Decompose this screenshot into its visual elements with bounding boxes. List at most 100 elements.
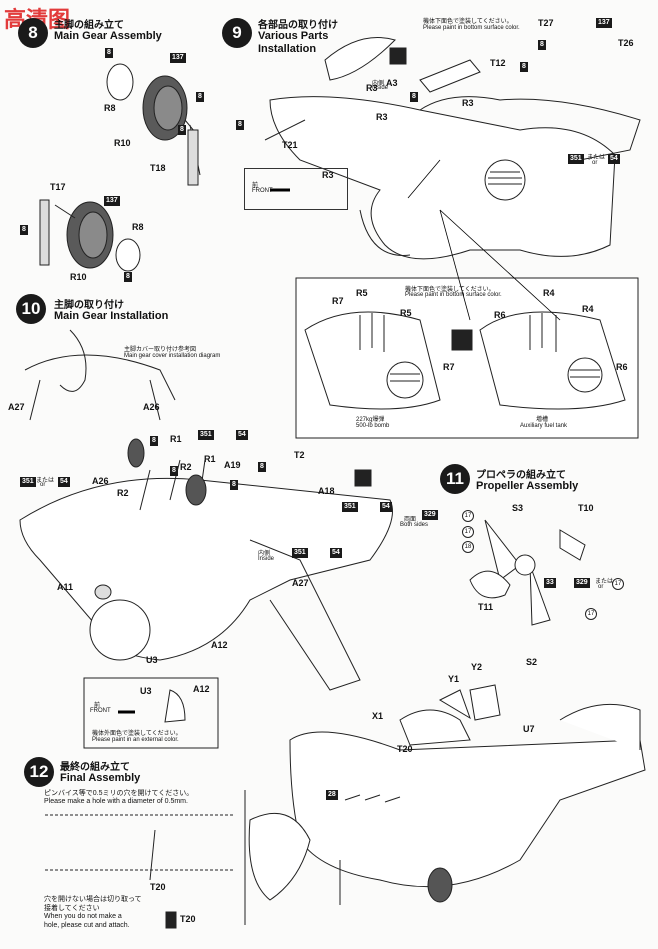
part-label: R5 [400,308,412,318]
badge: 8 [178,125,186,135]
both-en: Both sides [400,522,429,528]
circle-number: 17 [585,608,597,620]
step8-wheel-top [106,63,201,186]
part-label: S3 [512,503,524,513]
or-en: or [598,584,604,590]
circle-number: 18 [462,541,474,553]
step11-title-jp: プロペラの組み立て [476,470,566,481]
or-jp: または [36,478,55,484]
hole-detail [45,790,246,925]
badge: 8 [236,120,244,130]
part-label: R3 [462,98,474,108]
part-label: U3 [140,686,152,696]
bomb-label-jp: 227kg爆弾 [356,417,385,423]
circle-number: 17 [612,578,624,590]
part-label: A27 [292,578,309,588]
step12-title-en: Final Assembly [60,772,141,784]
arrows [118,159,561,714]
part-label: T10 [578,503,594,513]
step8-title-jp: 主脚の組み立て [54,20,124,31]
badge: 54 [380,502,392,512]
tank-label-en: Auxiliary fuel tank [520,423,568,429]
part-label: T20 [180,914,196,924]
front-detail-box [83,677,219,749]
part-label: T21 [282,140,298,150]
bomb-label-en: 500-lb bomb [356,423,390,429]
badge: 351 [342,502,358,512]
step8-wheel-bottom [39,199,141,272]
badge: 329 [574,578,590,588]
part-label: A27 [8,402,25,412]
part-label: A12 [193,684,210,694]
badge: 351 [20,477,36,487]
part-label: T12 [490,58,506,68]
part-label: A26 [92,476,109,486]
both-jp: 両面 [404,517,417,523]
part-label: R1 [170,434,182,444]
badge: 8 [150,436,158,446]
or-jp: または [587,155,606,161]
step10-gear-diagram [24,329,176,421]
step9-title-en2: Installation [258,43,317,55]
step12-title-jp: 最終の組み立て [60,762,130,773]
part-label: A18 [318,486,335,496]
part-label: T20 [397,744,413,754]
front-jp: 前 [252,183,259,189]
bomb-detail [304,311,441,410]
part-label: R6 [616,362,628,372]
step9-number: 9 [222,18,252,48]
part-label: R7 [332,296,344,306]
badge: 137 [596,18,612,28]
part-label: U7 [523,724,535,734]
part-label: T27 [538,18,554,28]
step11-number: 11 [440,464,470,494]
badge: 8 [538,40,546,50]
circle-number: 17 [462,510,474,522]
badge: 33 [544,578,556,588]
nohole-en1: When you do not make a [44,913,122,920]
or-en: or [40,482,46,488]
step11-title-en: Propeller Assembly [476,480,579,492]
paint-jp: 機体外面色で塗装してください。 [92,731,182,737]
badge: 8 [20,225,28,235]
part-label: A19 [224,460,241,470]
part-label: R10 [114,138,131,148]
part-label: R7 [443,362,455,372]
part-label: T2 [294,450,305,460]
step11-propeller [469,519,586,626]
part-label: R3 [322,170,334,180]
hole-note-en: Please make a hole with a diameter of 0.… [44,798,188,805]
inside-jp: 内側 [258,551,271,557]
badge: 54 [330,548,342,558]
step10-aircraft [19,438,393,723]
part-label: R5 [356,288,368,298]
part-label: R3 [366,83,378,93]
step12-number: 12 [24,757,54,787]
part-label: R10 [70,272,87,282]
front-en: FRONT [90,708,111,714]
badge: 8 [258,462,266,472]
badge: 351 [198,430,214,440]
part-label: R1 [204,454,216,464]
badge: 8 [410,92,418,102]
badge: 54 [236,430,248,440]
part-label: S2 [526,657,538,667]
badge: 54 [608,154,620,164]
step10-number: 10 [16,294,46,324]
step10-title-en: Main Gear Installation [54,310,169,322]
or-jp: または [595,579,614,585]
swap-icon-step9 [389,47,407,65]
part-label: R4 [543,288,555,298]
tank-detail [479,311,626,410]
badge: 351 [568,154,584,164]
front-en: FRONT [252,188,273,194]
inside-en: Inside [258,556,275,562]
badge: 137 [170,53,186,63]
paint-note-en: Please paint in bottom surface color. [423,25,520,31]
inside-jp: 内側 [372,81,385,87]
inside-en: Inside [372,85,389,91]
part-label: U3 [146,655,158,665]
step10-title-jp: 主脚の取り付け [54,300,124,311]
part-label: R4 [582,304,594,314]
